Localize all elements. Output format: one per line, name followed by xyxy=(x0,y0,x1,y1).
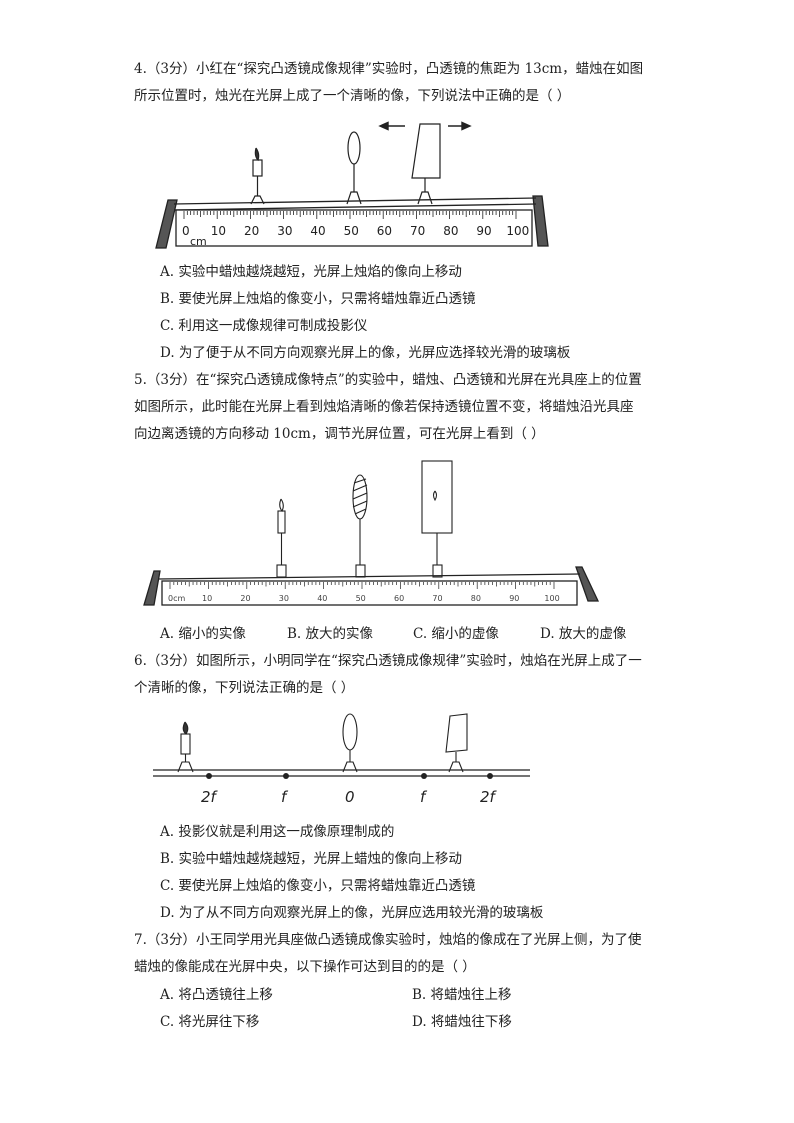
light-screen-icon xyxy=(445,713,468,773)
axis-label-origin: 0 xyxy=(345,788,355,806)
ruler-tick-label: 0cm xyxy=(168,594,185,603)
q7-stem-line2: 蜡烛的像能成在光屏中央，以下操作可达到目的的是（ ） xyxy=(134,959,476,975)
q6-option-a[interactable]: A. 投影仪就是利用这一成像原理制成的 xyxy=(160,824,395,840)
ruler-tick-label: 60 xyxy=(394,594,404,603)
q5-option-c[interactable]: C. 缩小的虚像 xyxy=(413,626,499,642)
ruler-tick-label: 20 xyxy=(244,224,259,238)
candle-icon xyxy=(250,147,265,205)
ruler-tick-label: 100 xyxy=(544,594,559,603)
q5-stem-line1: 5.（3分）在“探究凸透镜成像特点”的实验中，蜡烛、凸透镜和光屏在光具座上的位置 xyxy=(134,372,642,388)
ruler-tick-label: 0 xyxy=(182,224,190,238)
q6-stem-line1: 6.（3分）如图所示，小明同学在“探究凸透镜成像规律”实验时，烛焰在光屏上成了一 xyxy=(134,653,642,669)
candle-icon xyxy=(276,498,287,578)
q6-option-b[interactable]: B. 实验中蜡烛越烧越短，光屏上蜡烛的像向上移动 xyxy=(160,851,463,867)
ruler-tick-label: 10 xyxy=(202,594,212,603)
q5-option-b[interactable]: B. 放大的实像 xyxy=(287,626,374,642)
q5-stem-line2: 如图所示，此时能在光屏上看到烛焰清晰的像若保持透镜位置不变，将蜡烛沿光具座 xyxy=(134,399,634,415)
convex-lens-icon xyxy=(352,474,368,578)
q5-optical-bench-figure: 0cm 10 20 30 40 50 60 70 80 90 100 xyxy=(143,460,600,606)
ruler-tick-label: 70 xyxy=(410,224,425,238)
q7-stem-line1: 7.（3分）小王同学用光具座做凸透镜成像实验时，烛焰的像成在了光屏上侧，为了使 xyxy=(134,932,642,948)
q4-option-b[interactable]: B. 要使光屏上烛焰的像变小，只需将蜡烛靠近凸透镜 xyxy=(160,291,476,307)
ruler-tick-label: 30 xyxy=(277,224,292,238)
axis-label-2f-left: 2f xyxy=(201,788,219,806)
ruler-tick-label: 10 xyxy=(211,224,226,238)
light-screen-icon xyxy=(411,123,441,205)
q7-option-b[interactable]: B. 将蜡烛往上移 xyxy=(412,987,512,1003)
ruler-tick-label: 30 xyxy=(279,594,289,603)
ruler-tick-label: 80 xyxy=(471,594,481,603)
q4-optical-bench-figure: 0 10 20 30 40 50 60 70 80 90 100 cm xyxy=(155,121,549,249)
ruler-tick-label: 90 xyxy=(476,224,491,238)
convex-lens-icon xyxy=(342,713,358,773)
q6-option-c[interactable]: C. 要使光屏上烛焰的像变小，只需将蜡烛靠近凸透镜 xyxy=(160,878,476,894)
q6-axis-figure: 2f f 0 f 2f xyxy=(153,713,530,806)
convex-lens-icon xyxy=(346,131,362,205)
candle-icon xyxy=(177,721,194,773)
q5-stem-line3: 向边离透镜的方向移动 10cm，调节光屏位置，可在光屏上看到（ ） xyxy=(134,426,545,442)
ruler-tick-label: 40 xyxy=(317,594,327,603)
q4-option-d[interactable]: D. 为了便于从不同方向观察光屏上的像，光屏应选择较光滑的玻璃板 xyxy=(160,345,571,361)
axis-label-2f-right: 2f xyxy=(480,788,498,806)
q7-option-d[interactable]: D. 将蜡烛往下移 xyxy=(412,1014,512,1030)
ruler-tick-label: 20 xyxy=(240,594,250,603)
q5-option-d[interactable]: D. 放大的虚像 xyxy=(540,626,627,642)
q7-option-a[interactable]: A. 将凸透镜往上移 xyxy=(160,987,273,1003)
q5-option-a[interactable]: A. 缩小的实像 xyxy=(160,626,246,642)
move-arrows-icon xyxy=(378,121,472,131)
ruler-tick-label: 90 xyxy=(509,594,519,603)
q6-option-d[interactable]: D. 为了从不同方向观察光屏上的像，光屏应选用较光滑的玻璃板 xyxy=(160,905,544,921)
ruler-tick-label: 80 xyxy=(443,224,458,238)
q4-option-a[interactable]: A. 实验中蜡烛越烧越短，光屏上烛焰的像向上移动 xyxy=(160,264,462,280)
ruler-tick-label: 50 xyxy=(356,594,366,603)
q6-stem-line2: 个清晰的像，下列说法正确的是（ ） xyxy=(134,680,355,696)
ruler-tick-label: 50 xyxy=(344,224,359,238)
q4-stem-line2: 所示位置时，烛光在光屏上成了一个清晰的像，下列说法中正确的是（ ） xyxy=(134,88,571,104)
light-screen-icon xyxy=(421,460,453,578)
axis-label-f-right: f xyxy=(420,788,428,806)
q4-option-c[interactable]: C. 利用这一成像规律可制成投影仪 xyxy=(160,318,368,334)
q7-option-c[interactable]: C. 将光屏往下移 xyxy=(160,1014,260,1030)
q4-unit-label: cm xyxy=(190,235,207,248)
axis-label-f-left: f xyxy=(281,788,289,806)
q4-stem-line1: 4.（3分）小红在“探究凸透镜成像规律”实验时，凸透镜的焦距为 13cm，蜡烛在… xyxy=(134,61,644,77)
ruler-tick-label: 70 xyxy=(432,594,442,603)
ruler-tick-label: 100 xyxy=(506,224,529,238)
ruler-tick-label: 60 xyxy=(377,224,392,238)
ruler-tick-label: 40 xyxy=(310,224,325,238)
